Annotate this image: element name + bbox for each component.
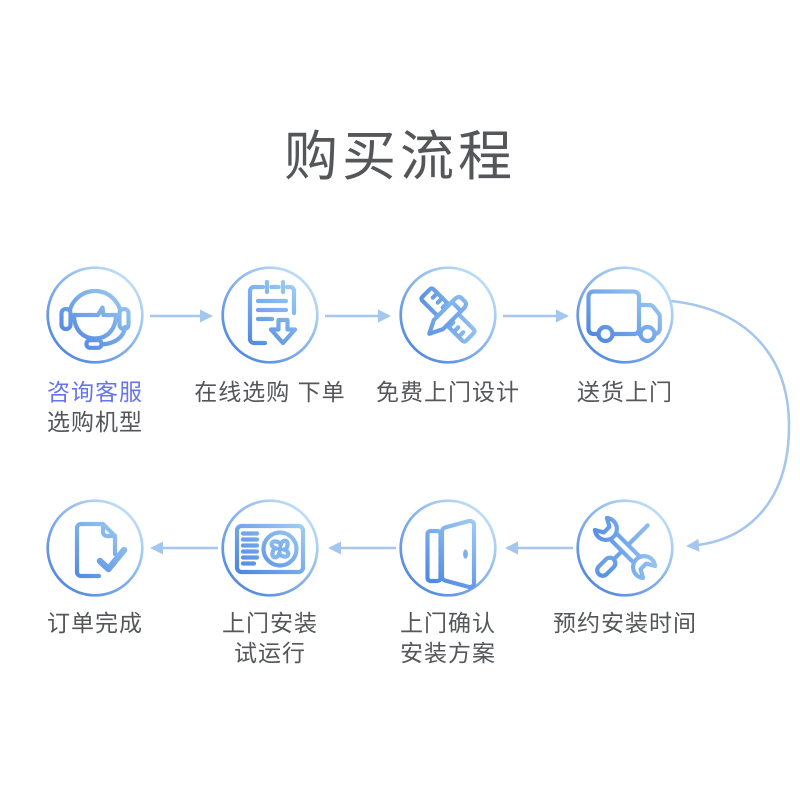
step-free-design: [398, 265, 498, 365]
label-install-trial-run: 上门安装 试运行: [160, 608, 380, 668]
label-line: 在线选购 下单: [194, 379, 346, 405]
arrow-step4-to-step5-curve: [670, 299, 791, 552]
label-confirm-plan: 上门确认 安装方案: [338, 608, 558, 668]
label-line: 上门安装: [222, 610, 318, 636]
delivery-truck-icon: [576, 266, 674, 364]
label-line: 试运行: [234, 640, 306, 666]
label-delivery: 送货上门: [515, 377, 735, 407]
label-line: 上门确认: [400, 610, 496, 636]
label-order-complete: 订单完成: [0, 608, 205, 638]
label-line: 订单完成: [47, 610, 143, 636]
label-line: 选购机型: [47, 409, 143, 435]
door-visit-icon: [399, 499, 497, 597]
label-schedule-installation: 预约安装时间: [515, 608, 735, 638]
ruler-pencil-design-icon: [399, 266, 497, 364]
label-line: 送货上门: [577, 379, 673, 405]
document-check-icon: [46, 499, 144, 597]
order-list-download-icon: [221, 266, 319, 364]
label-free-design: 免费上门设计: [338, 377, 558, 407]
wrench-screwdriver-icon: [576, 499, 674, 597]
label-consult-customer-service: 咨询客服 选购机型: [0, 377, 205, 437]
step-online-order: [220, 265, 320, 365]
label-online-order: 在线选购 下单: [160, 377, 380, 407]
label-line: 免费上门设计: [376, 379, 520, 405]
step-install-trial-run: [220, 498, 320, 598]
step-consult-customer-service: [45, 265, 145, 365]
label-line: 安装方案: [400, 640, 496, 666]
step-delivery: [575, 265, 675, 365]
ac-unit-fan-icon: [221, 499, 319, 597]
label-line-accent: 咨询客服: [47, 379, 143, 405]
customer-service-headset-icon: [46, 266, 144, 364]
step-confirm-plan: [398, 498, 498, 598]
label-line: 预约安装时间: [553, 610, 697, 636]
page-title: 购买流程: [284, 127, 516, 187]
step-order-complete: [45, 498, 145, 598]
step-schedule-installation: [575, 498, 675, 598]
